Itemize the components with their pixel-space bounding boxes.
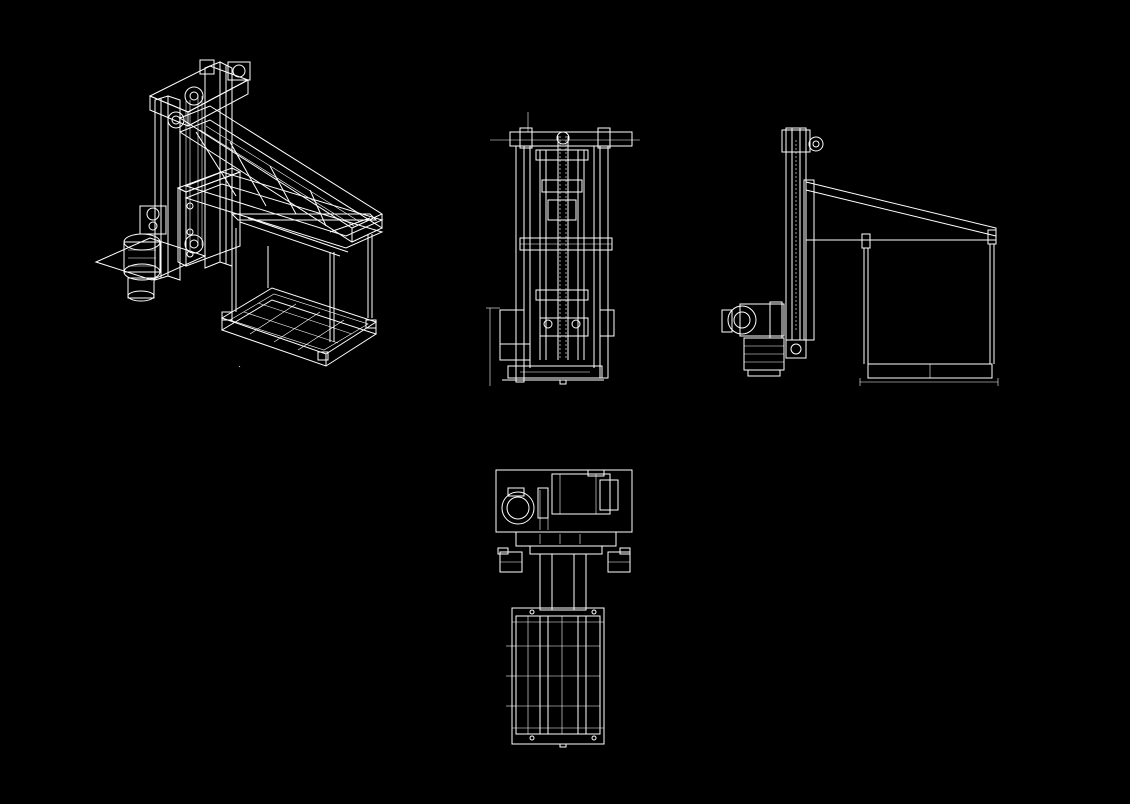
- isometric-view: [94, 59, 384, 368]
- side-elevation-view: [721, 127, 999, 386]
- front-elevation-view: [486, 112, 640, 386]
- plan-view: [495, 469, 633, 748]
